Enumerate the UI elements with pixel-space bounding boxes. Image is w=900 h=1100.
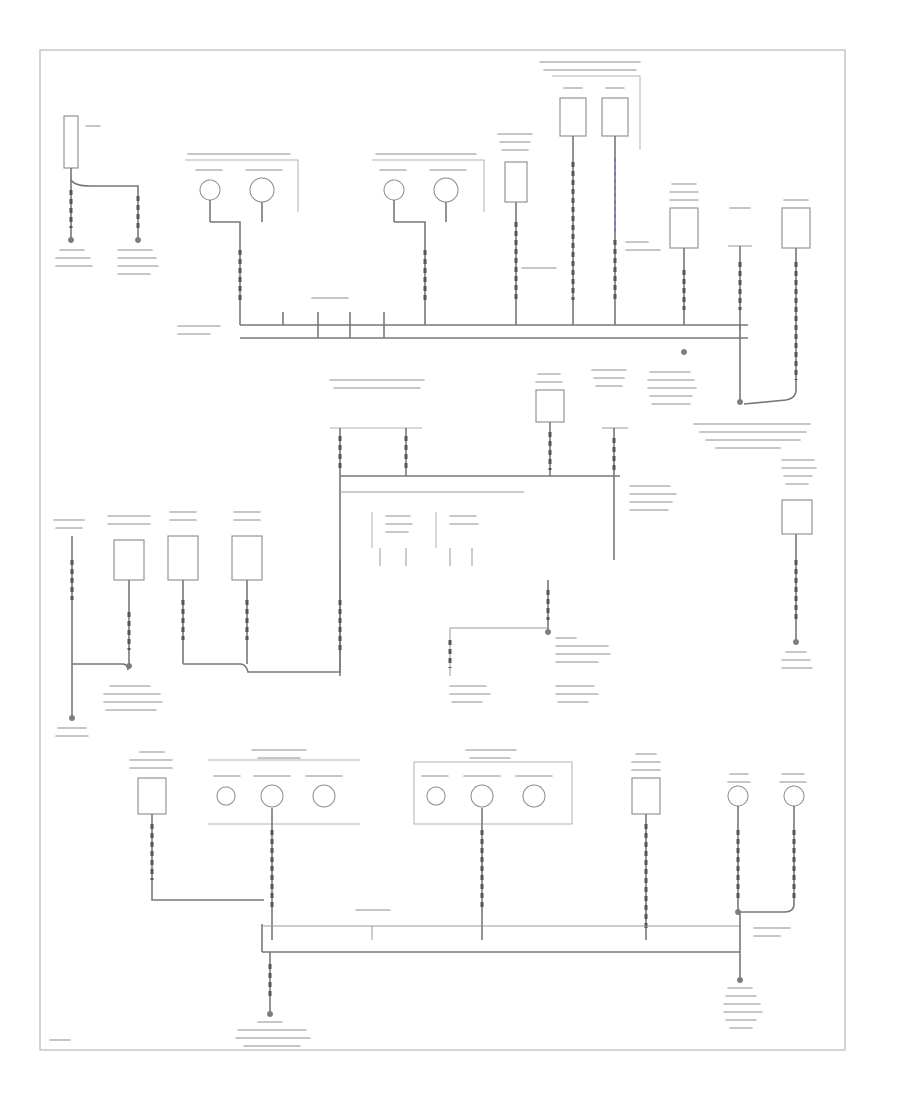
middle-module-left bbox=[329, 379, 620, 676]
left-headlamp-assembly bbox=[185, 153, 299, 325]
top-section bbox=[55, 61, 811, 449]
middle-module-right bbox=[591, 369, 677, 560]
middle-ground-g bbox=[448, 580, 611, 703]
diagram-frame bbox=[39, 49, 846, 1051]
bottom-left-module bbox=[129, 751, 264, 901]
right-headlamp-assembly bbox=[372, 153, 485, 325]
bottom-section bbox=[49, 749, 807, 1047]
middle-right-module bbox=[781, 459, 817, 669]
top-module-d bbox=[728, 207, 752, 330]
top-module-b bbox=[539, 61, 661, 325]
battery-node bbox=[55, 115, 159, 275]
top-module-e bbox=[743, 199, 811, 405]
middle-section bbox=[53, 369, 817, 737]
top-module-a bbox=[497, 133, 557, 325]
bottom-right-module bbox=[631, 753, 661, 940]
middle-left-modules bbox=[53, 511, 342, 737]
top-ground-bus bbox=[177, 297, 811, 449]
top-module-c bbox=[669, 183, 699, 325]
left-tail-lamp-assembly bbox=[208, 749, 360, 940]
middle-module-center bbox=[535, 373, 565, 476]
middle-inner-group bbox=[371, 512, 479, 566]
right-tail-lamp-assembly bbox=[413, 749, 573, 940]
license-lamps bbox=[727, 773, 807, 937]
bottom-ground-bus bbox=[235, 909, 763, 1047]
